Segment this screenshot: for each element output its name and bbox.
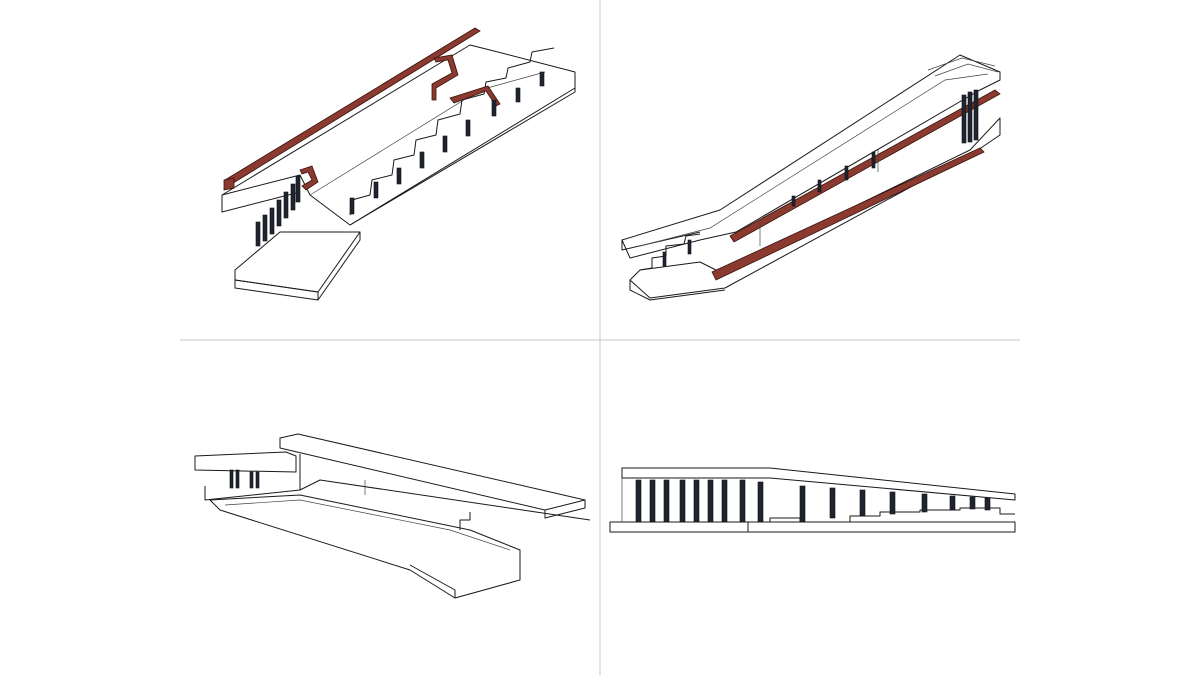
columns-lower-group	[255, 175, 301, 247]
lower-ramp-slab	[234, 231, 361, 293]
view-bottom-left-wireframe	[194, 433, 591, 599]
railing-bend	[431, 54, 459, 101]
floor-slab	[209, 494, 521, 599]
lower-deck	[629, 117, 1001, 299]
columns-right-group	[662, 89, 979, 267]
columns-elevation-group	[635, 479, 991, 523]
roof-upper	[279, 433, 586, 511]
railing-lower	[711, 147, 985, 281]
railing-stub	[299, 165, 319, 191]
railing-upper	[729, 89, 1001, 243]
stepped-wall	[349, 47, 555, 216]
elevation-base	[609, 521, 1016, 533]
roof-slab	[621, 54, 1001, 259]
view-top-right-axonometric	[621, 54, 1001, 301]
columns-bottom-left-group	[229, 469, 260, 489]
columns-stepped-group	[349, 71, 545, 215]
view-bottom-right-elevation	[609, 467, 1016, 533]
view-top-left-axonometric	[221, 27, 576, 301]
left-block	[194, 451, 297, 473]
